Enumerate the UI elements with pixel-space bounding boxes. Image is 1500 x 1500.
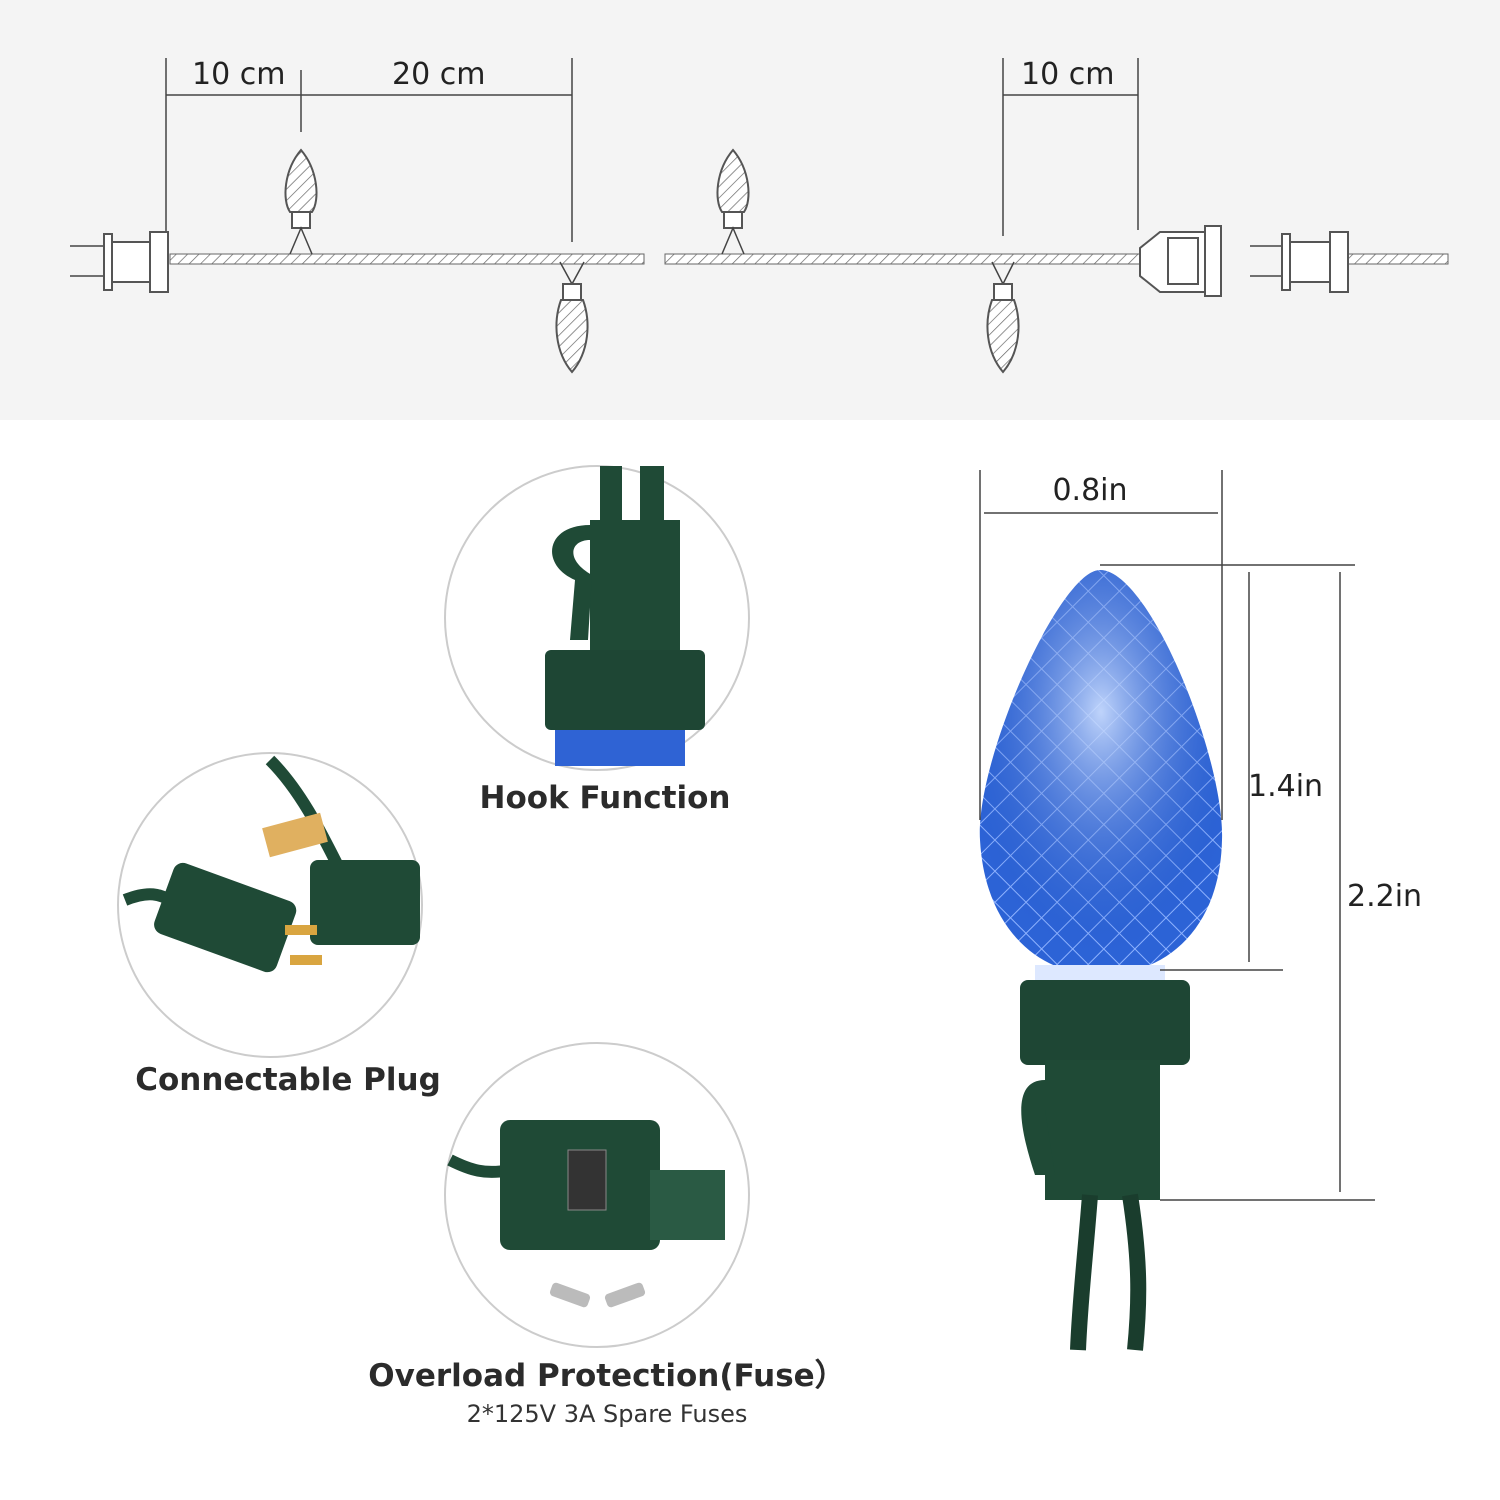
bulb-lens-height-label: 1.4in <box>1248 769 1323 804</box>
male-plug-icon <box>70 231 169 293</box>
overload-protection-title: Overload Protection(Fuse） <box>368 1358 845 1394</box>
bulb-down-icon <box>555 261 589 374</box>
bulb-up-icon <box>284 148 318 255</box>
bulb-down-icon-2 <box>986 261 1020 374</box>
bulb-dimension-lines <box>979 470 1375 1201</box>
connectable-plug-photo <box>117 752 423 1058</box>
fuse-photo <box>444 1042 750 1348</box>
male-plug-icon-right <box>1250 231 1349 293</box>
female-connector-icon <box>1139 225 1222 297</box>
spacing-label-20cm: 20 cm <box>392 57 485 92</box>
bulb-up-icon-2 <box>716 148 750 255</box>
string-layout-drawing: 10 cm 20 cm 10 cm <box>70 57 1449 374</box>
bulb-width-label: 0.8in <box>1052 473 1127 508</box>
spare-fuses-subtitle: 2*125V 3A Spare Fuses <box>467 1400 748 1428</box>
connectable-plug-title: Connectable Plug <box>135 1062 441 1098</box>
spacing-label-10cm: 10 cm <box>192 57 285 92</box>
hook-function-title: Hook Function <box>480 780 731 816</box>
hook-function-photo <box>444 465 750 771</box>
spacing-label-10cm-right: 10 cm <box>1021 57 1114 92</box>
top-panel <box>0 0 1500 420</box>
blue-c6-bulb-photo <box>979 570 1223 1351</box>
bulb-total-height-label: 2.2in <box>1347 879 1422 914</box>
